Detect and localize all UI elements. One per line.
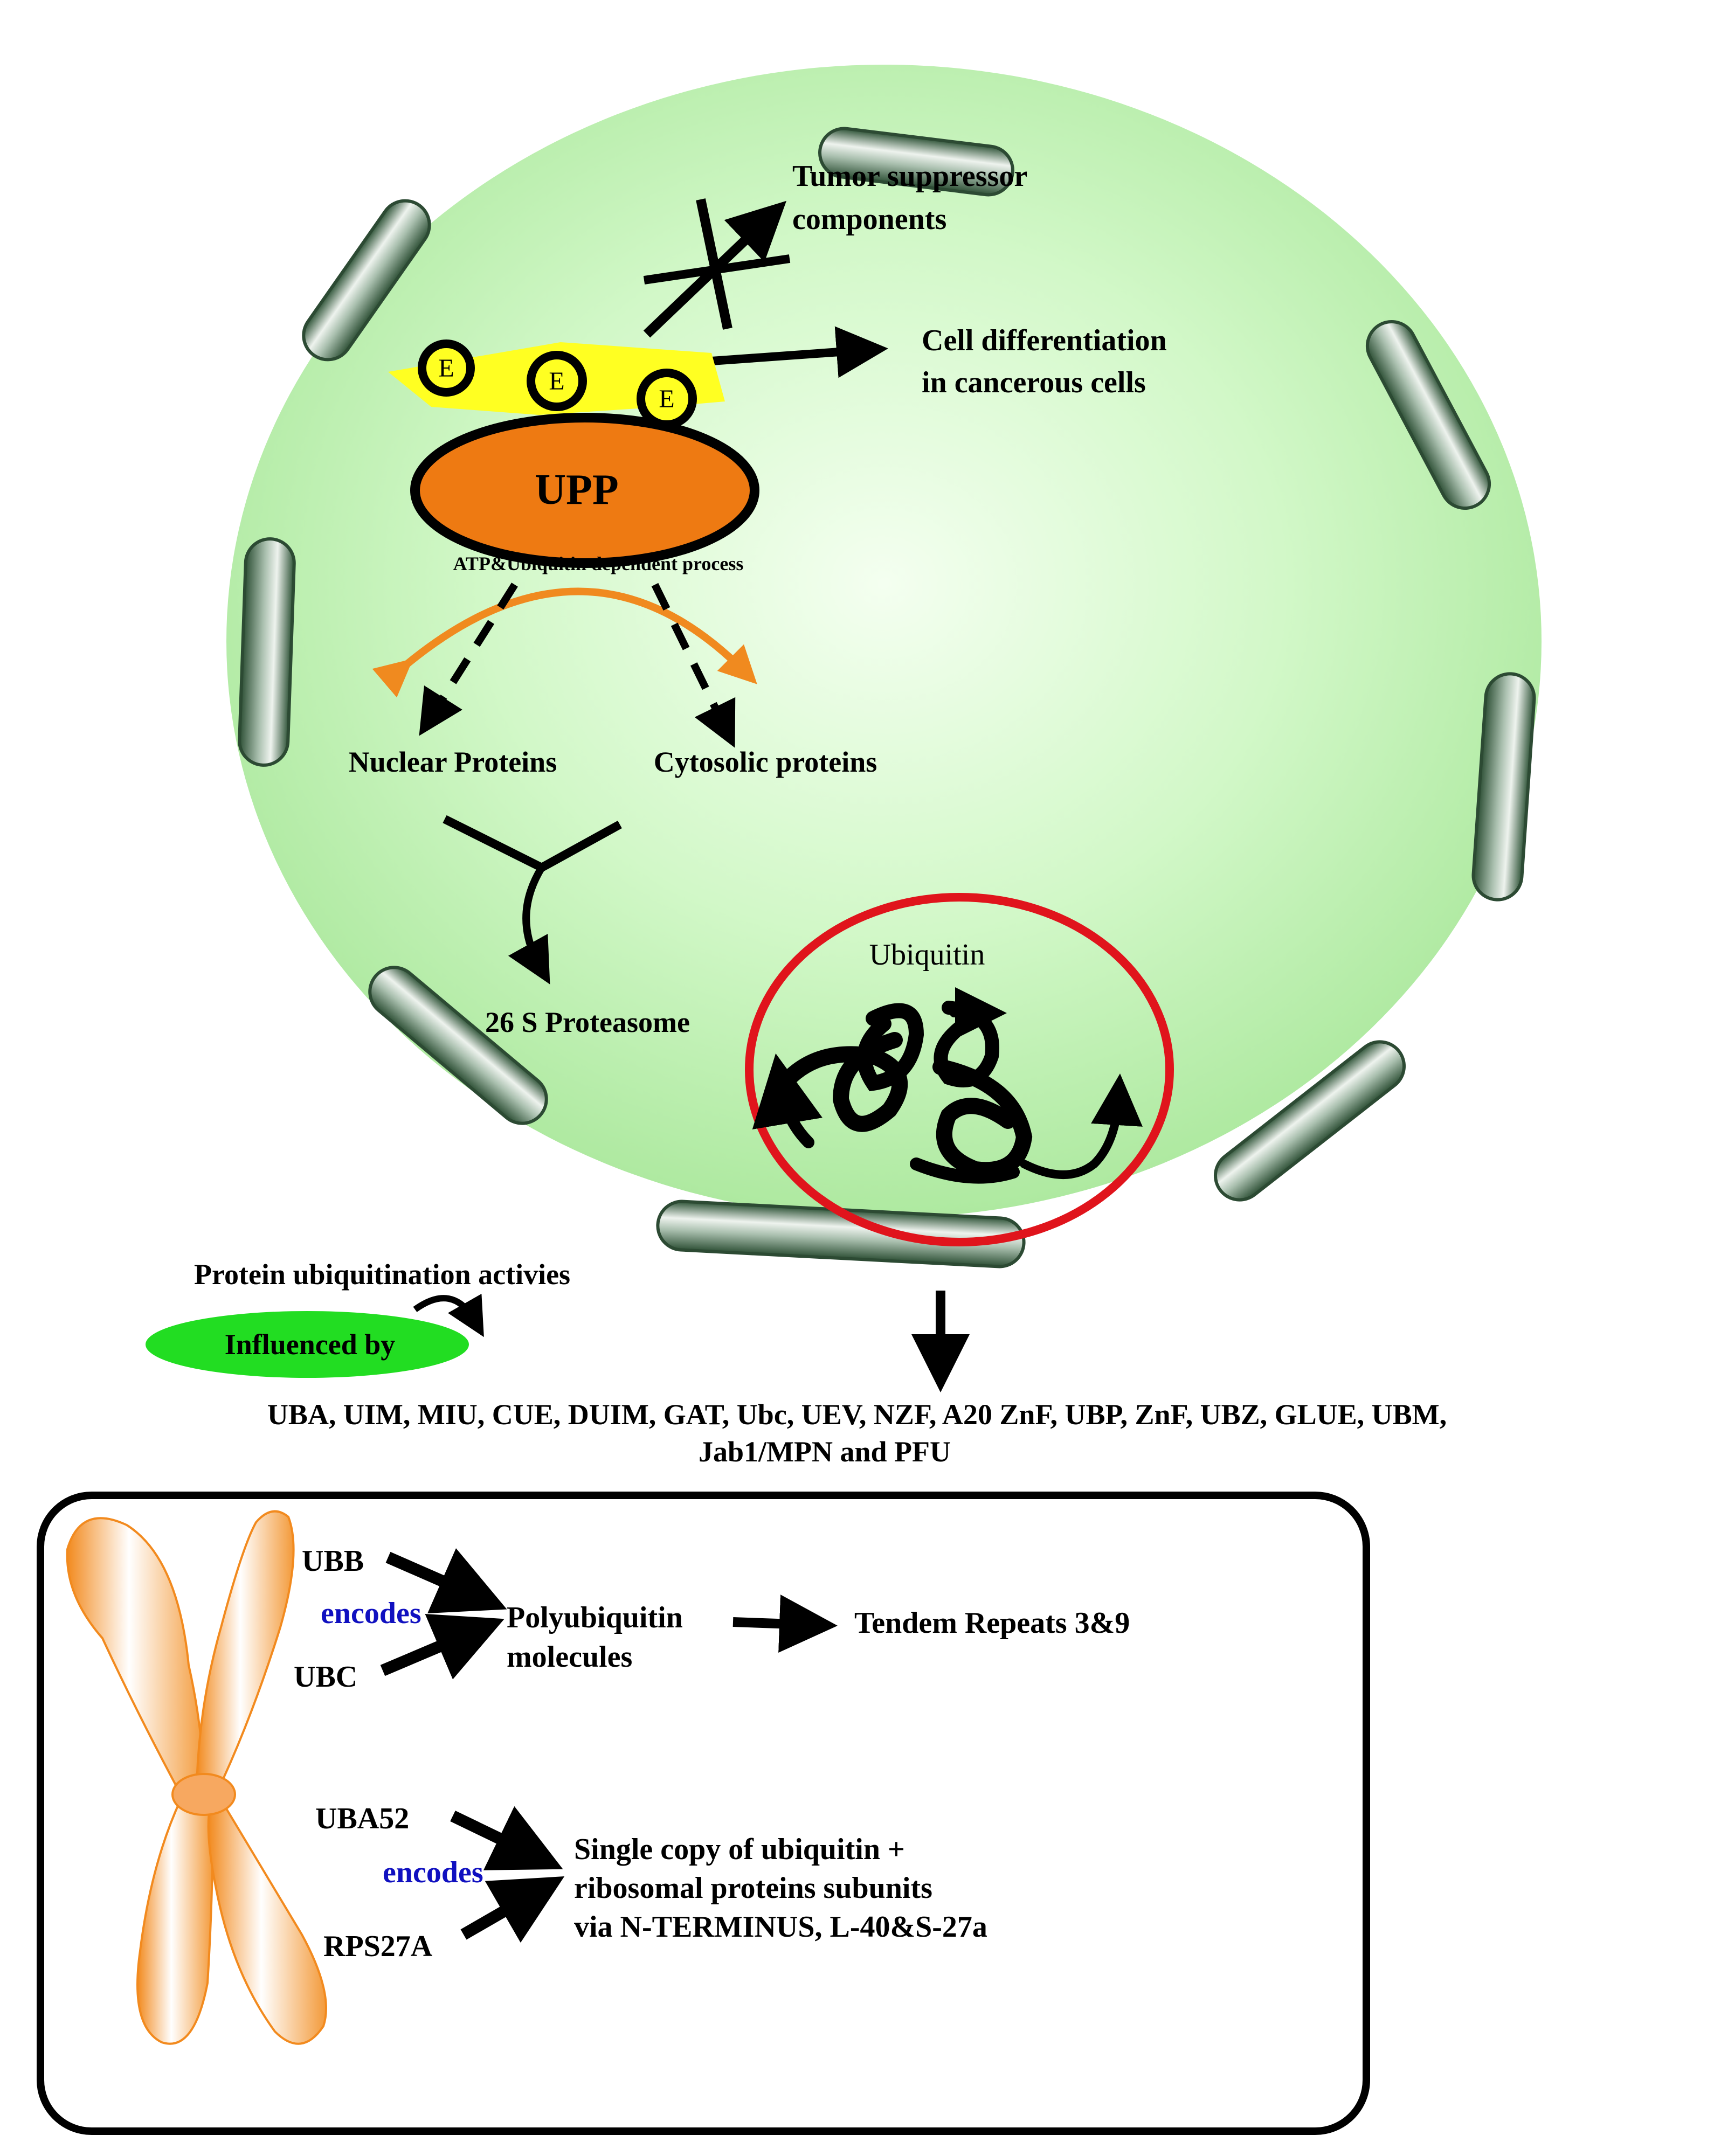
upp-label: UPP bbox=[535, 466, 619, 514]
encodes-label-2: encodes bbox=[383, 1856, 483, 1889]
proteasome-arrow bbox=[508, 865, 550, 985]
ubc-arrow bbox=[380, 1614, 504, 1680]
membrane-pore bbox=[368, 966, 548, 1125]
rps27a-label: RPS27A bbox=[323, 1930, 433, 1963]
membrane-pore bbox=[1365, 320, 1491, 510]
ubiquitin-ring bbox=[745, 893, 1174, 1246]
atp-process-label: ATP&Ubiquitin dependent process bbox=[453, 553, 744, 574]
single-copy-label: Single copy of ubiquitin + ribosomal pro… bbox=[574, 1833, 987, 1944]
upp-oval bbox=[410, 413, 759, 568]
enzyme-e1: E bbox=[418, 339, 475, 397]
domains-line2: Jab1/MPN and PFU bbox=[699, 1436, 951, 1468]
activities-label: Protein ubiquitination activies bbox=[194, 1258, 570, 1291]
text-line: Polyubiquitin bbox=[507, 1601, 683, 1634]
enzyme-e3: E bbox=[637, 369, 697, 429]
membrane-pores bbox=[238, 127, 1536, 1268]
tandem-repeats-label: Tendem Repeats 3&9 bbox=[854, 1606, 1130, 1640]
text-line: molecules bbox=[507, 1640, 632, 1674]
nuclear-proteins-label: Nuclear Proteins bbox=[349, 746, 557, 778]
domains-line1: UBA, UIM, MIU, CUE, DUIM, GAT, Ubc, UEV,… bbox=[267, 1398, 1447, 1431]
polyubiquitin-label: Polyubiquitin molecules bbox=[507, 1601, 690, 1674]
cytosolic-proteins-label: Cytosolic proteins bbox=[654, 746, 877, 778]
ubiquitin-label: Ubiquitin bbox=[869, 938, 985, 972]
enzyme-label: E bbox=[549, 367, 564, 396]
uba52-label: UBA52 bbox=[315, 1802, 409, 1835]
encodes-label-1: encodes bbox=[321, 1597, 421, 1630]
dashed-arrow-cytosolic bbox=[651, 583, 736, 748]
differentiation-arrow bbox=[711, 326, 888, 378]
rps27a-arrow bbox=[460, 1876, 565, 1943]
inhibition-cross-line bbox=[696, 198, 732, 330]
text-line: via N-TERMINUS, L-40&S-27a bbox=[574, 1910, 987, 1944]
tumor-suppressor-arrow bbox=[643, 200, 787, 338]
influenced-by-oval bbox=[146, 1311, 469, 1378]
influenced-by-label: Influenced by bbox=[225, 1328, 396, 1361]
membrane-pore bbox=[818, 127, 1014, 197]
text-line: in cancerous cells bbox=[922, 366, 1146, 399]
ubb-label: UBB bbox=[302, 1544, 364, 1578]
enzyme-label: E bbox=[438, 354, 454, 383]
tumor-suppressor-label: Tumor suppressor components bbox=[792, 160, 1034, 236]
curved-arrow bbox=[413, 1293, 484, 1337]
ubc-label: UBC bbox=[294, 1660, 357, 1694]
text-line: Tumor suppressor bbox=[792, 160, 1027, 193]
membrane-pore bbox=[1471, 672, 1536, 902]
uba52-arrow bbox=[450, 1806, 563, 1870]
gene-box bbox=[37, 1492, 1370, 2135]
cell-differentiation-label: Cell differentiation in cancerous cells bbox=[922, 324, 1174, 399]
membrane-pore bbox=[1213, 1040, 1406, 1202]
orange-double-arrow bbox=[372, 587, 757, 698]
membrane-pore bbox=[238, 537, 296, 767]
tandem-arrow bbox=[732, 1595, 838, 1653]
proteasome-label: 26 S Proteasome bbox=[485, 1006, 690, 1038]
dashed-arrow-nuclear bbox=[419, 583, 518, 736]
text-line: components bbox=[792, 203, 946, 236]
text-line: Cell differentiation bbox=[922, 324, 1167, 357]
text-line: Single copy of ubiquitin + bbox=[574, 1833, 905, 1866]
ubiquitin-coil bbox=[752, 987, 1143, 1184]
membrane-pore bbox=[302, 199, 431, 362]
ubb-arrow bbox=[385, 1548, 507, 1614]
inhibition-cross-line bbox=[643, 254, 791, 285]
chromosome-icon bbox=[66, 1510, 327, 2045]
enzyme-label: E bbox=[659, 385, 674, 413]
enzyme-e2: E bbox=[527, 351, 587, 411]
text-line: ribosomal proteins subunits bbox=[574, 1871, 932, 1905]
